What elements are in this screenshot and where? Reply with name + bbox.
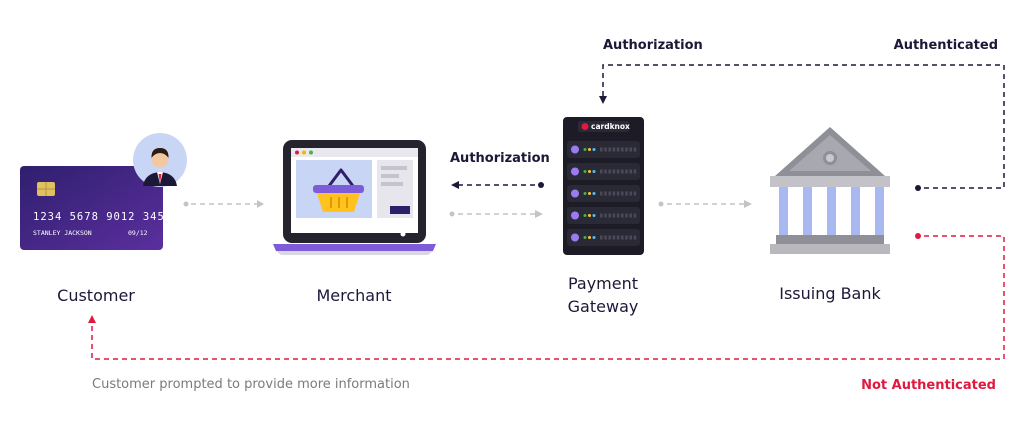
gateway-brand: cardknox bbox=[591, 122, 630, 131]
edge-gateway-bank bbox=[658, 200, 752, 208]
edge-bank-customer-not-authenticated bbox=[88, 233, 1005, 360]
server-rack-row bbox=[567, 141, 640, 158]
server-rack-row bbox=[567, 163, 640, 180]
customer-label: Customer bbox=[57, 286, 135, 305]
edge-customer-merchant bbox=[183, 200, 264, 208]
server-rack-rows bbox=[567, 141, 640, 246]
card-number: 1234 5678 9012 3456 bbox=[33, 211, 173, 223]
server-rack-row bbox=[567, 229, 640, 246]
gateway-label-line2: Gateway bbox=[567, 297, 639, 316]
edge-merchant-gateway bbox=[449, 210, 543, 218]
server-rack-row bbox=[567, 207, 640, 224]
authorization-mid-label: Authorization bbox=[450, 151, 550, 166]
authorization-top-label: Authorization bbox=[603, 38, 703, 53]
card-expiry: 09/12 bbox=[128, 229, 148, 237]
bank-label: Issuing Bank bbox=[779, 284, 881, 303]
merchant-label: Merchant bbox=[316, 286, 392, 305]
authenticated-label: Authenticated bbox=[893, 38, 998, 53]
server-rack-row bbox=[567, 185, 640, 202]
gateway-label-line1: Payment bbox=[567, 274, 639, 293]
not-authenticated-label: Not Authenticated bbox=[861, 378, 996, 393]
card-holder-name: STANLEY JACKSON bbox=[33, 229, 92, 237]
customer-prompt-note: Customer prompted to provide more inform… bbox=[92, 377, 410, 392]
bank-building-icon bbox=[770, 127, 890, 254]
edge-gateway-merchant-authorization bbox=[451, 181, 544, 189]
customer-avatar-icon bbox=[133, 133, 187, 187]
edge-bank-gateway-authenticated bbox=[599, 64, 1005, 191]
merchant-laptop-icon bbox=[273, 140, 436, 255]
gateway-logo-icon bbox=[581, 123, 589, 130]
credit-card bbox=[20, 166, 163, 250]
